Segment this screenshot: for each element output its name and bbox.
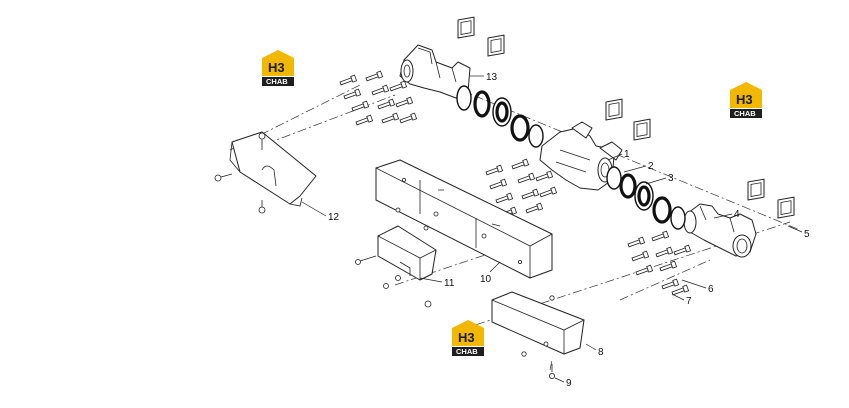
bolt-group-rear bbox=[627, 230, 692, 296]
sealing-rings-front bbox=[456, 85, 544, 148]
callout-8: 8 bbox=[598, 347, 604, 358]
callout-7: 7 bbox=[686, 296, 692, 307]
heat-shield-12 bbox=[214, 131, 317, 214]
callout-3: 3 bbox=[668, 173, 674, 184]
heat-shield-8 bbox=[491, 291, 585, 379]
callout-4: 4 bbox=[734, 209, 740, 220]
callout-12: 12 bbox=[328, 212, 340, 223]
callout-10: 10 bbox=[480, 274, 492, 285]
heat-shield-10 bbox=[375, 159, 553, 279]
callout-labels: 13 1 2 3 4 5 6 7 8 9 10 11 12 bbox=[328, 72, 810, 389]
brand-logo-right: H3 CHAB bbox=[730, 82, 762, 118]
manifold-front-section bbox=[399, 44, 471, 99]
logo-text: CHAB bbox=[456, 347, 478, 356]
logo-mark: H3 bbox=[458, 330, 475, 345]
gasket-plates bbox=[457, 16, 795, 219]
callout-11: 11 bbox=[444, 278, 455, 289]
logo-mark: H3 bbox=[268, 60, 285, 75]
logo-mark: H3 bbox=[736, 92, 753, 107]
callout-5: 5 bbox=[804, 229, 810, 240]
bolt-group-front bbox=[339, 70, 418, 126]
manifold-middle-section bbox=[539, 121, 623, 191]
leader-lines bbox=[301, 75, 803, 383]
callout-9: 9 bbox=[566, 378, 572, 389]
sealing-rings-rear bbox=[606, 166, 686, 230]
logo-text: CHAB bbox=[266, 77, 288, 86]
callout-1: 1 bbox=[624, 149, 630, 160]
callout-6: 6 bbox=[708, 284, 714, 295]
callout-13: 13 bbox=[486, 72, 498, 83]
logo-text: CHAB bbox=[734, 109, 756, 118]
callout-2: 2 bbox=[648, 161, 654, 172]
heat-shield-11 bbox=[355, 225, 437, 308]
manifold-rear-section bbox=[683, 203, 757, 258]
brand-logo-top-left: H3 CHAB bbox=[262, 50, 294, 86]
brand-logo-bottom: H3 CHAB bbox=[452, 320, 484, 356]
